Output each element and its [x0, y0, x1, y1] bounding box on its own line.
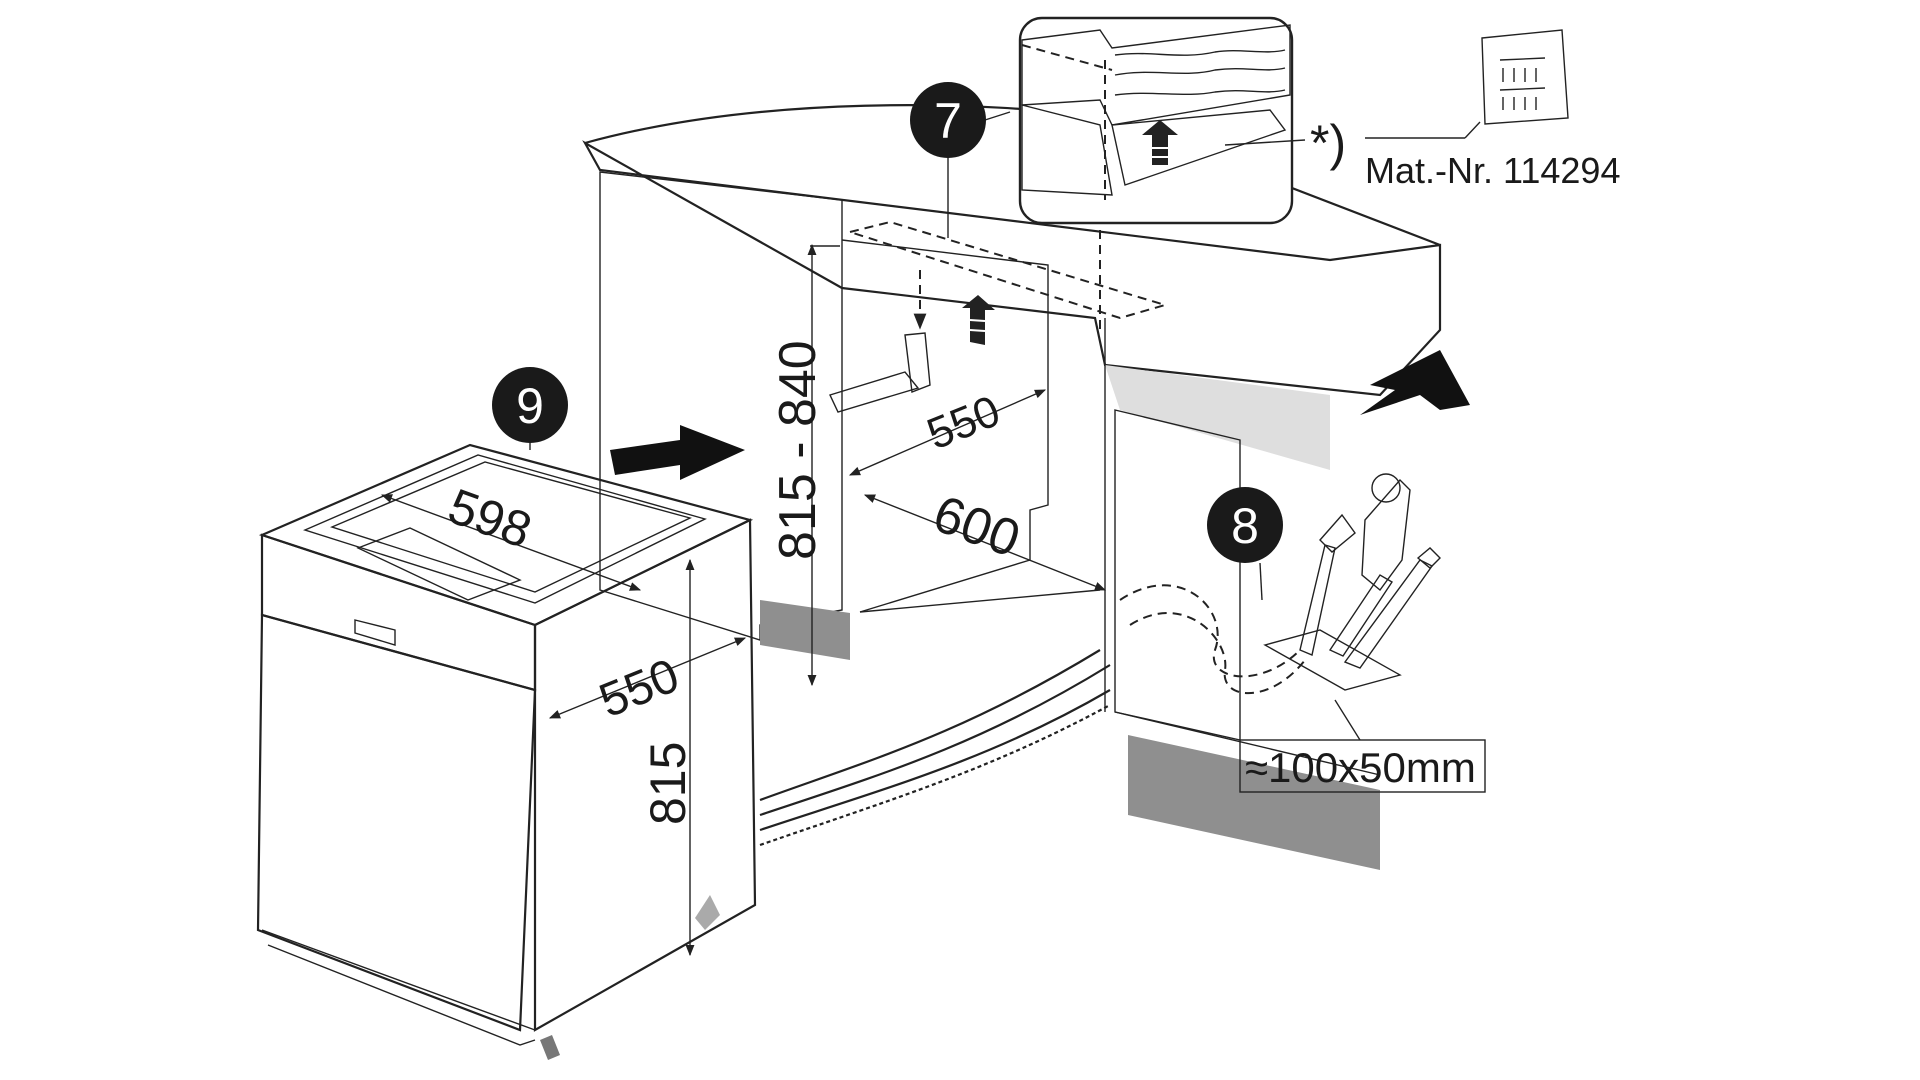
- opening-size-text: ≈100x50mm: [1245, 744, 1476, 791]
- callout-7: 7: [910, 82, 1011, 238]
- part-reference: *) Mat.-Nr. 114294: [1310, 29, 1620, 191]
- slide-in-arrow: [610, 425, 745, 480]
- screw-packet-icon: [1481, 29, 1569, 125]
- dishwasher: [256, 443, 757, 1060]
- material-number: Mat.-Nr. 114294: [1365, 150, 1620, 191]
- dimension-lines: [380, 243, 1107, 957]
- callout-9-label: 9: [516, 378, 544, 434]
- lift-up-arrow: [1360, 350, 1470, 415]
- hoses: [759, 584, 1306, 847]
- dim-recess-width: 600: [926, 485, 1027, 569]
- tools: [1299, 473, 1441, 669]
- floor-opening: [1263, 629, 1402, 691]
- detail-inset: [1018, 16, 1306, 225]
- callout-9: 9: [492, 367, 568, 450]
- screw-up-icon: [1142, 120, 1178, 165]
- callout-8-label: 8: [1231, 498, 1259, 554]
- opening-size-label: ≈100x50mm: [1239, 699, 1486, 793]
- screw-up-icon: [962, 295, 995, 345]
- dim-appliance-depth: 550: [592, 649, 686, 728]
- callout-7-label: 7: [934, 93, 962, 149]
- dim-recess-height: 815 - 840: [769, 340, 827, 560]
- dim-appliance-height: 815: [640, 742, 696, 825]
- mounting-bracket: [829, 270, 995, 413]
- dim-recess-depth: 550: [920, 386, 1006, 459]
- asterisk-note: *): [1310, 115, 1346, 171]
- callout-8: 8: [1207, 487, 1283, 601]
